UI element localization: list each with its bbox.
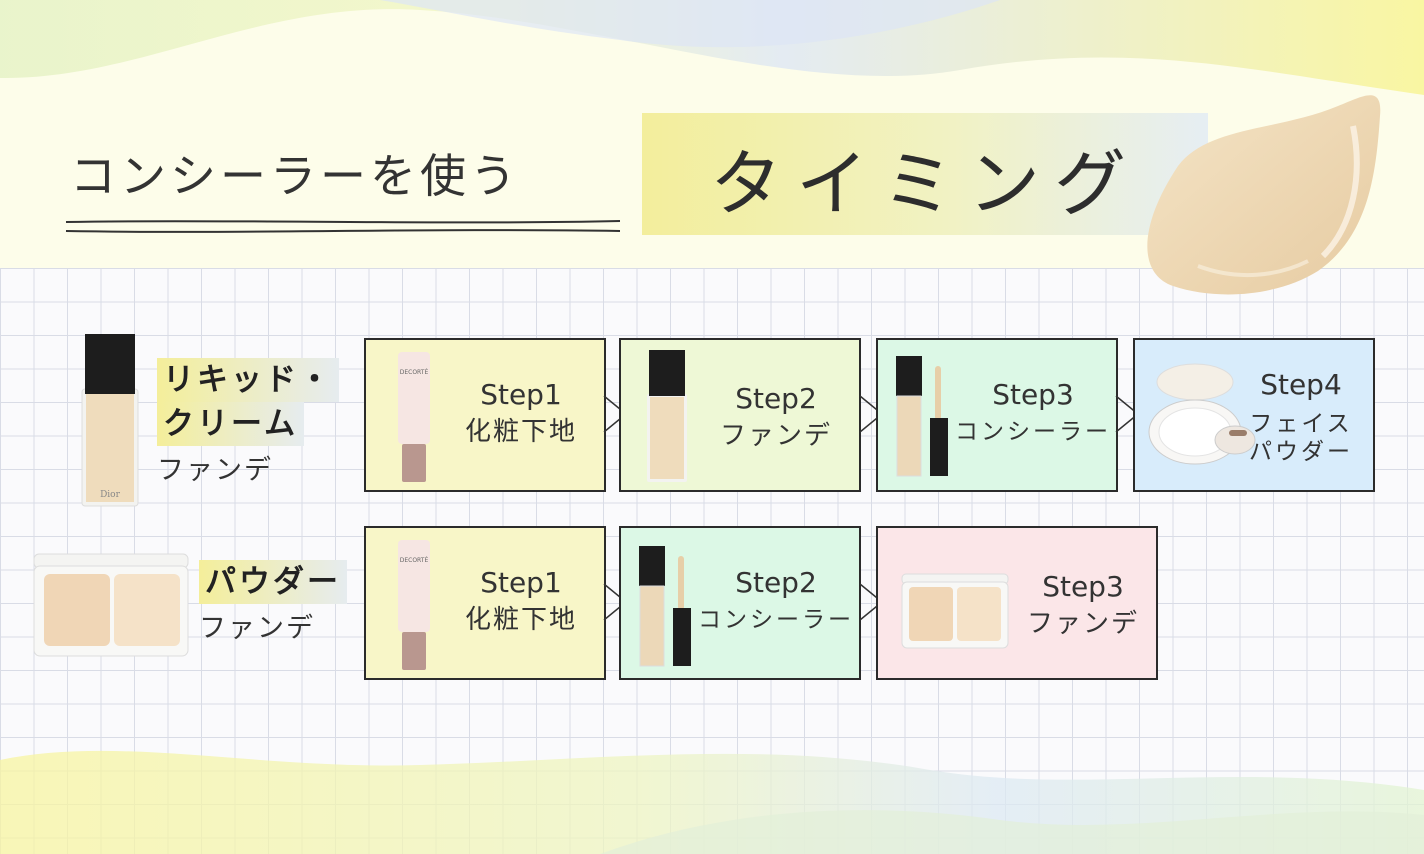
- svg-text:DECORTÉ: DECORTÉ: [400, 556, 429, 564]
- row1-step1-label: 化粧下地: [464, 417, 577, 447]
- foundation-bottle-icon: [647, 350, 687, 482]
- powder-compact-icon: [33, 553, 189, 657]
- row1-step2-label: ファンデ: [719, 421, 832, 451]
- row1-step1: DECORTÉ Step1 化粧下地: [364, 338, 606, 492]
- foundation-bottle-icon: Dior: [81, 334, 139, 507]
- title-left: コンシーラーを使う: [70, 149, 520, 203]
- title-underline: [65, 220, 621, 233]
- primer-tube-icon: DECORTÉ: [398, 540, 430, 670]
- face-powder-icon: [1148, 363, 1256, 465]
- primer-tube-icon: DECORTÉ: [398, 352, 430, 482]
- row2-step1-label: 化粧下地: [464, 605, 577, 635]
- row1-label-line2: クリーム: [157, 402, 305, 446]
- row2-sublabel: ファンデ: [199, 613, 315, 644]
- row1-step3: Step3 コンシーラー: [876, 338, 1118, 492]
- row1-step4: Step4 フェイス パウダー: [1133, 338, 1375, 492]
- row2-step2: Step2 コンシーラー: [619, 526, 861, 680]
- row1-step1-title: Step1: [480, 378, 562, 411]
- svg-text:DECORTÉ: DECORTÉ: [400, 368, 429, 376]
- row1-step4-label-line2: パウダー: [1249, 439, 1353, 465]
- row2-step3: Step3 ファンデ: [876, 526, 1158, 680]
- row1-step3-title: Step3: [992, 378, 1074, 411]
- row1-step2: Step2 ファンデ: [619, 338, 861, 492]
- row1-label: リキッド・ クリーム ファンデ: [157, 358, 339, 487]
- row2-label: パウダー ファンデ: [199, 560, 347, 645]
- powder-compact-icon: [901, 573, 1009, 649]
- row2-step1: DECORTÉ Step1 化粧下地: [364, 526, 606, 680]
- svg-text:Dior: Dior: [100, 490, 121, 500]
- concealer-wand-icon: [639, 546, 691, 667]
- row2-step2-title: Step2: [735, 566, 817, 599]
- row2-step3-title: Step3: [1042, 570, 1124, 603]
- row1-label-line1: リキッド・: [157, 358, 339, 402]
- row1-step4-title: Step4: [1260, 368, 1342, 401]
- row1-sublabel: ファンデ: [157, 455, 273, 486]
- title-right: タイミング: [709, 142, 1140, 226]
- cream-swatch-icon: [1147, 95, 1381, 295]
- row2-step2-label: コンシーラー: [698, 607, 854, 633]
- row1-step3-label: コンシーラー: [955, 419, 1111, 445]
- row1-step4-label-line1: フェイス: [1249, 411, 1353, 437]
- title-highlight-box: タイミング: [642, 113, 1208, 235]
- row2-step3-label: ファンデ: [1026, 609, 1139, 639]
- row2-label-line1: パウダー: [199, 560, 347, 604]
- row1-step2-title: Step2: [735, 382, 817, 415]
- concealer-wand-icon: [896, 356, 948, 477]
- row2-step1-title: Step1: [480, 566, 562, 599]
